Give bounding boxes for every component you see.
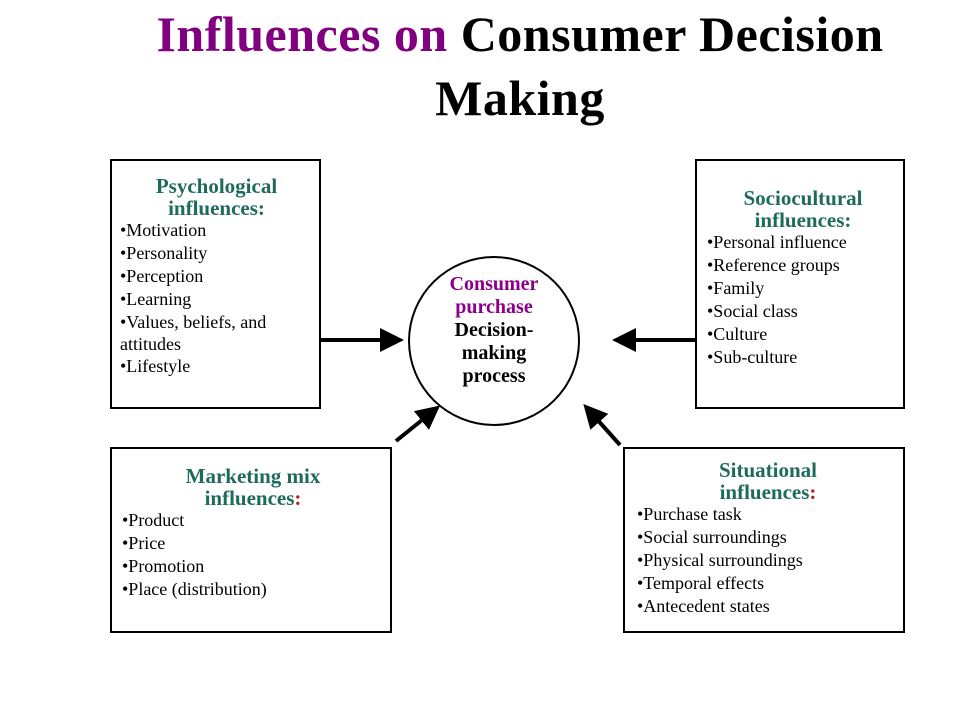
situational-title-line1: Situational [718,458,818,482]
list-item: •Sub-culture [707,347,798,367]
list-item: •Promotion [122,556,205,576]
situational-box-title: Situational influences: [637,459,899,503]
list-item: •Social class [707,301,798,321]
situational-title-line2-wrap: influences: [637,481,899,503]
situational-influences-box: Situational influences: •Purchase task •… [623,447,905,633]
list-item: •Social surroundings [637,527,787,547]
psychological-title-line1: Psychological [155,174,278,198]
title-rest: Consumer Decision Making [435,6,884,126]
list-item: •Culture [707,324,768,344]
situational-title-colon: : [809,480,817,504]
psychological-title-line2: influences: [168,196,265,220]
marketing-title-line1: Marketing mix [185,464,321,488]
situational-list: •Purchase task •Social surroundings •Phy… [637,503,899,618]
decision-process-ellipse [408,256,580,426]
list-item: •Perception [120,266,204,286]
list-item: •Motivation [120,220,207,240]
psychological-influences-box: Psychological influences: •Motivation •P… [110,159,321,409]
decision-process-label: Consumer purchase Decision- making proce… [408,273,580,388]
title-accent: Influences on [156,6,448,62]
list-item: •Personal influence [707,232,847,252]
list-item: •Price [122,533,166,553]
list-item: •Temporal effects [637,573,765,593]
psychological-box-title: Psychological influences: [120,175,313,219]
sociocultural-list: •Personal influence •Reference groups •F… [707,231,899,369]
arrow-situational [583,404,622,447]
list-item: •Learning [120,289,192,309]
marketing-box-title: Marketing mix influences: [122,465,384,509]
list-item: •Lifestyle [120,356,191,376]
list-item: •Personality [120,243,208,263]
sociocultural-title-line1: Sociocultural [743,186,863,210]
sociocultural-box-title: Sociocultural influences: [707,187,899,231]
arrow-marketing [394,405,441,443]
center-line4: making [461,342,527,364]
list-item: •Product [122,510,185,530]
marketing-title-line2: influences [204,486,295,510]
list-item: •Place (distribution) [122,579,267,599]
list-item: •Purchase task [637,504,742,524]
center-line2: purchase [455,296,533,318]
list-item: •Reference groups [707,255,840,275]
center-line5: process [462,365,526,387]
sociocultural-influences-box: Sociocultural influences: •Personal infl… [695,159,905,409]
center-line1: Consumer [449,273,539,295]
marketing-title-colon: : [294,486,302,510]
marketing-title-line2-wrap: influences: [122,487,384,509]
psychological-list: •Motivation •Personality •Perception •Le… [120,219,313,378]
marketing-mix-influences-box: Marketing mix influences: •Product •Pric… [110,447,392,633]
marketing-list: •Product •Price •Promotion •Place (distr… [122,509,384,601]
list-item: •Family [707,278,765,298]
list-item: •Physical surroundings [637,550,803,570]
sociocultural-title-line2: influences: [754,208,852,232]
center-line3: Decision- [454,319,534,341]
page-title: Influences on Consumer Decision Making [80,2,960,130]
list-item: •Antecedent states [637,596,770,616]
list-item: •Values, beliefs, and attitudes [120,312,267,354]
situational-title-line2: influences [719,480,810,504]
